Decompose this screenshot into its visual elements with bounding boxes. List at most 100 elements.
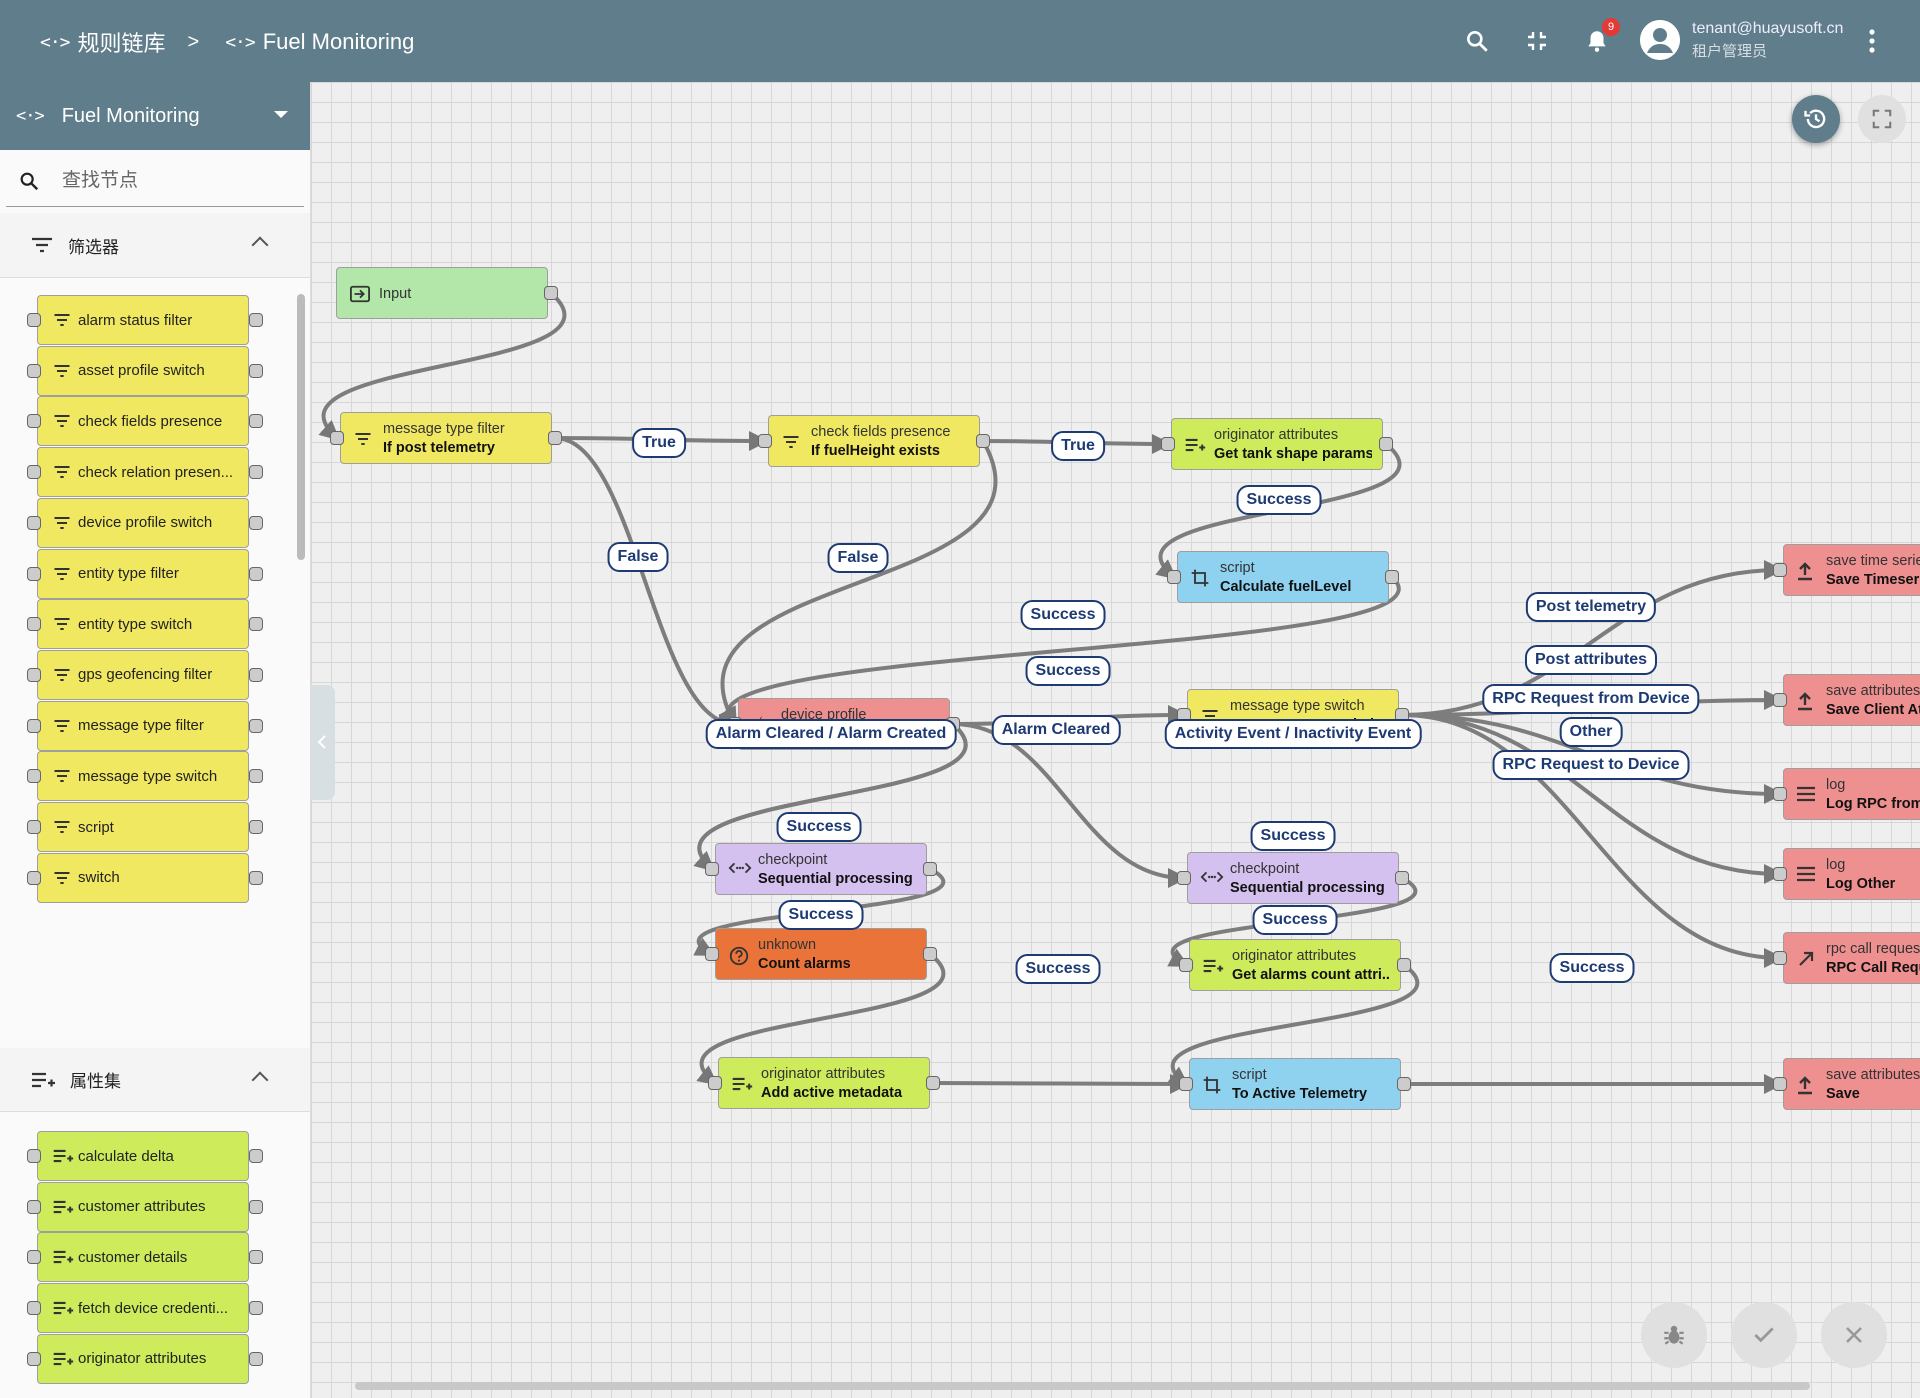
node-input-port[interactable] bbox=[705, 947, 719, 961]
connection-label[interactable]: Alarm Cleared / Alarm Created bbox=[705, 719, 957, 749]
apply-changes-button[interactable] bbox=[1731, 1302, 1797, 1368]
node-output-port[interactable] bbox=[544, 286, 558, 300]
node-input-port[interactable] bbox=[705, 862, 719, 876]
version-history-button[interactable] bbox=[1792, 95, 1840, 143]
node-input-port[interactable] bbox=[1773, 693, 1787, 707]
palette-node[interactable]: alarm status filter bbox=[37, 295, 249, 345]
connection-line[interactable] bbox=[1167, 963, 1420, 1087]
sidebar-scrollbar[interactable] bbox=[297, 294, 305, 560]
debug-mode-button[interactable] bbox=[1641, 1302, 1707, 1368]
connection-label[interactable]: False bbox=[827, 543, 889, 573]
node-output-port[interactable] bbox=[923, 862, 937, 876]
connection-label[interactable]: Success bbox=[776, 812, 862, 842]
node-output-port[interactable] bbox=[1397, 1077, 1411, 1091]
node-input-port[interactable] bbox=[1773, 867, 1787, 881]
connection-label[interactable]: Success bbox=[1015, 954, 1101, 984]
palette-node[interactable]: switch bbox=[37, 852, 249, 903]
palette-node[interactable]: calculate delta bbox=[37, 1131, 249, 1181]
palette-node[interactable]: entity type switch bbox=[37, 599, 249, 650]
node-input-port[interactable] bbox=[1773, 787, 1787, 801]
connection-label[interactable]: Success bbox=[1250, 821, 1336, 851]
node-input-port[interactable] bbox=[1177, 871, 1191, 885]
rule-node-save-ts[interactable]: save time seriesSave Timeseries bbox=[1783, 544, 1920, 596]
palette-node[interactable]: check fields presence bbox=[37, 396, 249, 447]
connection-label[interactable]: True bbox=[1051, 431, 1105, 461]
node-input-port[interactable] bbox=[1773, 1077, 1787, 1091]
connection-line[interactable] bbox=[1401, 560, 1784, 717]
connection-label[interactable]: True bbox=[632, 428, 686, 458]
connection-label[interactable]: Other bbox=[1559, 717, 1623, 747]
node-input-port[interactable] bbox=[1161, 437, 1175, 451]
chevron-up-icon[interactable] bbox=[251, 236, 269, 254]
user-menu[interactable]: tenant@huayusoft.cn 租户管理员 bbox=[1640, 18, 1843, 61]
connection-label[interactable]: Success bbox=[1025, 656, 1111, 686]
more-menu-button[interactable] bbox=[1855, 24, 1889, 58]
node-output-port[interactable] bbox=[548, 431, 562, 445]
connection-line[interactable] bbox=[1401, 713, 1784, 884]
palette-node[interactable]: customer attributes bbox=[37, 1181, 249, 1232]
connection-line[interactable] bbox=[693, 722, 968, 872]
rule-node-input[interactable]: Input bbox=[336, 267, 548, 319]
palette-node[interactable]: message type filter bbox=[37, 700, 249, 751]
node-output-port[interactable] bbox=[926, 1076, 940, 1090]
node-input-port[interactable] bbox=[1773, 951, 1787, 965]
connection-label[interactable]: Success bbox=[1252, 905, 1338, 935]
breadcrumb-root[interactable]: 规则链库 bbox=[77, 31, 166, 56]
palette-node[interactable]: asset profile switch bbox=[37, 345, 249, 396]
node-input-port[interactable] bbox=[1179, 958, 1193, 972]
palette-node[interactable]: script bbox=[37, 802, 249, 852]
connection-label[interactable]: Success bbox=[1020, 600, 1106, 630]
connection-line[interactable] bbox=[718, 440, 998, 728]
connection-label[interactable]: False bbox=[607, 542, 669, 572]
node-input-port[interactable] bbox=[708, 1076, 722, 1090]
node-output-port[interactable] bbox=[1379, 437, 1393, 451]
node-output-port[interactable] bbox=[1395, 871, 1409, 885]
rule-chain-selector[interactable]: <·> Fuel Monitoring bbox=[0, 82, 310, 150]
palette-node[interactable]: entity type filter bbox=[37, 548, 249, 599]
node-input-port[interactable] bbox=[1167, 570, 1181, 584]
palette-node[interactable]: check relation presen... bbox=[37, 447, 249, 498]
canvas-horizontal-scrollbar[interactable] bbox=[355, 1382, 1810, 1390]
connection-line[interactable] bbox=[1401, 713, 1784, 968]
connection-label[interactable]: Success bbox=[778, 900, 864, 930]
connection-line[interactable] bbox=[318, 291, 567, 441]
connection-label[interactable]: Success bbox=[1549, 953, 1635, 983]
chevron-up-icon[interactable] bbox=[251, 1071, 269, 1089]
connection-line[interactable] bbox=[696, 952, 946, 1086]
node-input-port[interactable] bbox=[330, 431, 344, 445]
section-header-filters[interactable]: 筛选器 bbox=[0, 213, 310, 278]
connection-label[interactable]: RPC Request to Device bbox=[1492, 750, 1690, 780]
palette-node[interactable]: customer details bbox=[37, 1232, 249, 1283]
section-header-enrichment[interactable]: 属性集 bbox=[0, 1048, 310, 1112]
node-input-port[interactable] bbox=[1773, 563, 1787, 577]
search-button[interactable] bbox=[1460, 24, 1494, 58]
node-output-port[interactable] bbox=[1385, 570, 1399, 584]
discard-changes-button[interactable] bbox=[1821, 1302, 1887, 1368]
collapse-sidebar-button[interactable] bbox=[311, 685, 335, 800]
node-input-port[interactable] bbox=[1179, 1077, 1193, 1091]
connection-label[interactable]: Post telemetry bbox=[1525, 592, 1657, 622]
palette-node[interactable]: device profile switch bbox=[37, 497, 249, 548]
connection-line[interactable] bbox=[932, 1073, 1190, 1094]
connection-label[interactable]: Activity Event / Inactivity Event bbox=[1164, 719, 1422, 749]
palette-node[interactable]: gps geofencing filter bbox=[37, 649, 249, 700]
node-output-port[interactable] bbox=[923, 947, 937, 961]
connection-label[interactable]: Post attributes bbox=[1524, 645, 1658, 675]
connection-line[interactable] bbox=[952, 722, 1188, 888]
exit-fullscreen-button[interactable] bbox=[1520, 24, 1554, 58]
node-search-input[interactable] bbox=[60, 169, 294, 193]
node-input-port[interactable] bbox=[758, 434, 772, 448]
palette-node[interactable]: originator attributes bbox=[37, 1333, 249, 1384]
